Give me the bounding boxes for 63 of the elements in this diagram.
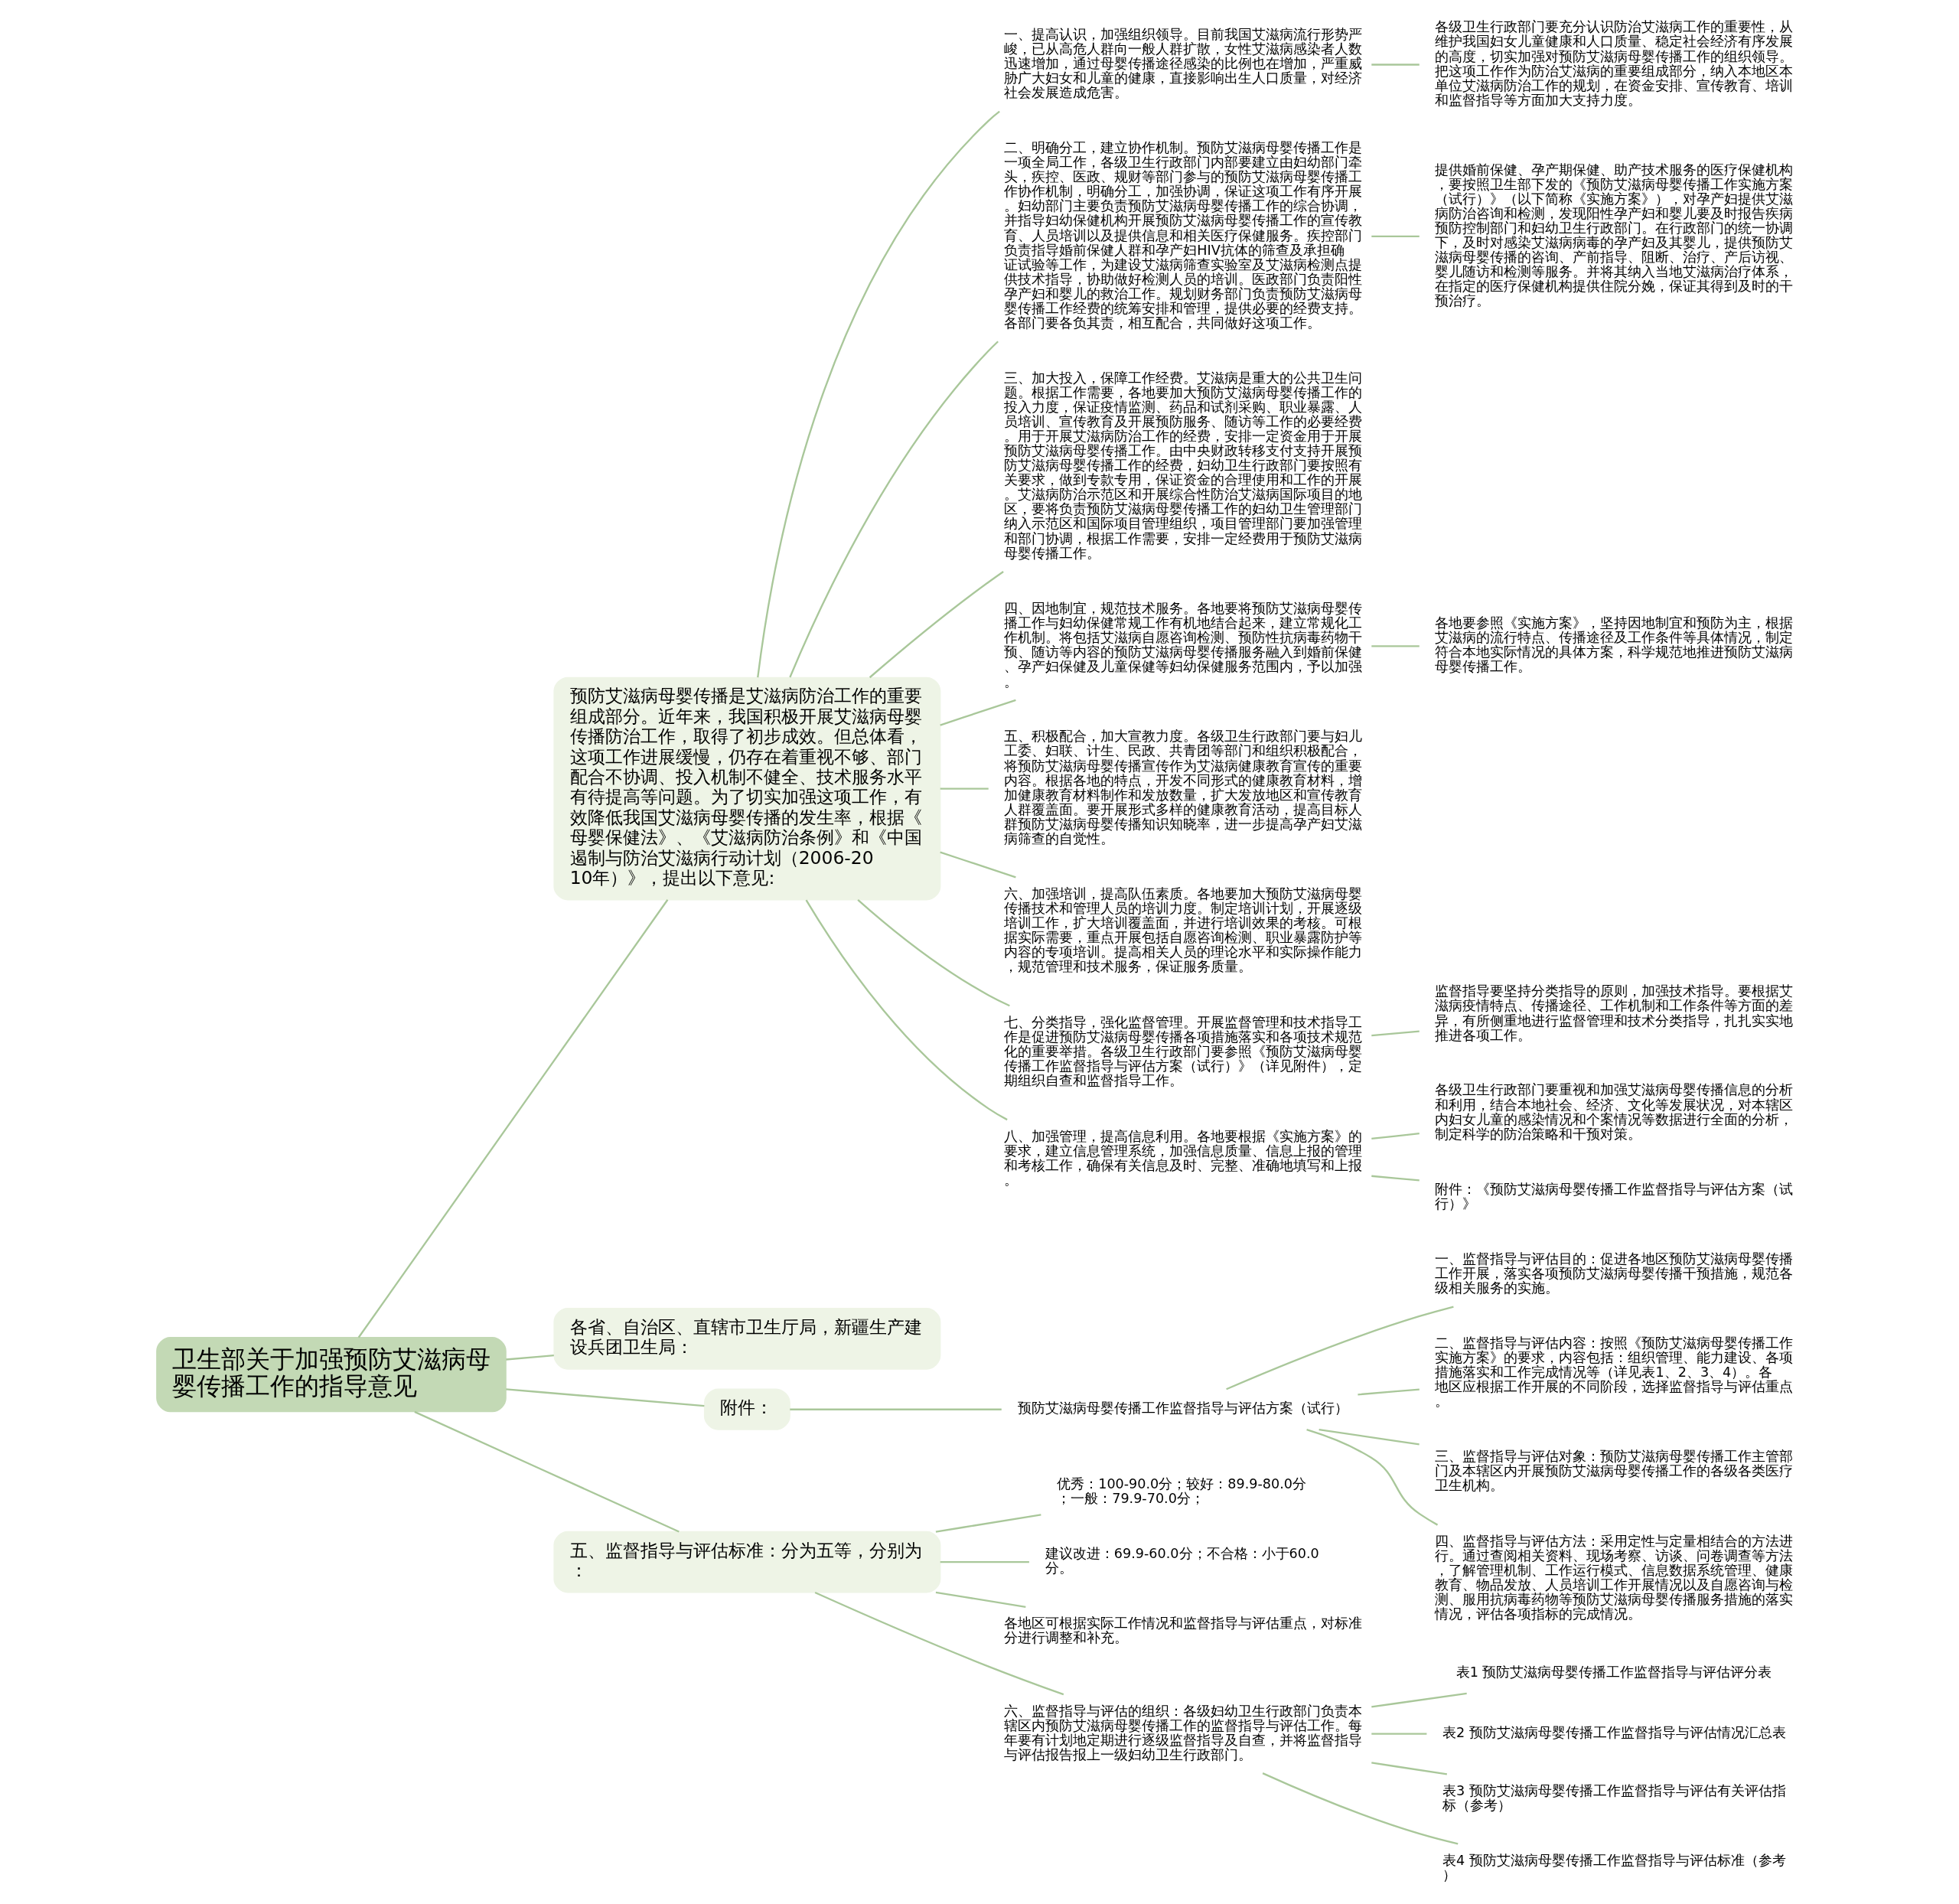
connector [789,341,999,678]
node-text: 各级卫生行政部门要重视和加强艾滋病母婴传播信息的分析和利用，结合本地社会、经济、文化等发展状况，对本辖区内妇女儿童的感染情况和个案情况等数据进行全面的分析，制定科学的防治策略和干预对策。 [1435,1082,1794,1142]
node-text: 三、加大投入，保障工作经费。艾滋病是重大的公共卫生问题。根据工作需要，各地要加大预防艾滋病母婴传播工作的投入力度，保证疫情监测、药品和试剂采购、职业暴露、人员培训、宣传教育及开展预防服务、随访等工作的必要经费。用于开展艾滋病防治工作的经费，安排一定资金用于开展预防艾滋病母婴传播工作。由中央财政转移支付支持开展预防艾滋病母婴传播工作的经费，妇幼卫生行政部门要按照有关要求，做到专款专用，保证资金的合理使用和工作的开展。艾滋病防治示范区和开展综合性防治艾滋病国际项目的地区，要将负责预防艾滋病母婴传播工作的妇幼卫生管理部门纳入示范区和国际项目管理组织，项目管理部门要加强管理和部门协调，根据工作需要，安排一定经费用于预防艾滋病母婴传播工作。 [1004,370,1363,561]
connector [506,1354,554,1361]
node-text: 提供婚前保健、孕产期保健、助产技术服务的医疗保健机构，要按照卫生部下发的《预防艾滋病母婴传播工作实施方案（试行）》（以下简称《实施方案》），对孕产妇提供艾滋病防治咨询和检测，发现阳性孕产妇和婴儿要及时报告疾病预防控制部门和妇幼卫生行政部门。在行政部门的统一协调下，及时对感染艾滋病病毒的孕产妇及其婴儿，提供预防艾滋病母婴传播的咨询、产前指导、阻断、治疗、产后访视、婴儿随访和检测等服务。并将其纳入当地艾滋病治疗体系，在指定的医疗保健机构提供住院分娩，保证其得到及时的干预治疗。 [1435,161,1794,309]
connector [857,899,1010,1007]
connector [357,899,669,1338]
connector [1306,1429,1439,1526]
node-text: 三、监督指导与评估对象：预防艾滋病母婴传播工作主管部门及本辖区内开展预防艾滋病母婴传播工作的各级各类医疗卫生机构。 [1435,1449,1794,1494]
connector [805,899,1008,1121]
node-text: 七、分类指导，强化监督管理。开展监督管理和技术指导工作是促进预防艾滋病母婴传播各项措施落实和各项技术规范化的重要举措。各级卫生行政部门要参照《预防艾滋病母婴传播工作监督指导与评估方案（试行）》（详见附件），定期组织自查和监督指导工作。 [1004,1014,1363,1088]
node-text: 优秀：100-90.0分；较好：89.9-80.0分；一般：79.9-70.0分； [1057,1476,1307,1507]
connector [757,110,1000,678]
node-text: 六、监督指导与评估的组织：各级妇幼卫生行政部门负责本辖区内预防艾滋病母婴传播工作的监督指导与评估工作。每年要有计划地定期进行逐级监督指导及自查，并将监督指导与评估报告报上一级妇幼卫生行政部门。 [1004,1703,1363,1762]
node-text: 表4 预防艾滋病母婴传播工作监督指导与评估标准（参考） [1442,1852,1786,1883]
connector [1371,1175,1420,1182]
connector [1371,1762,1448,1775]
connector [940,699,1016,726]
node-box: 五、监督指导与评估标准：分为五等，分别为： [553,1531,941,1593]
node-text: 一、监督指导与评估目的：促进各地区预防艾滋病母婴传播工作开展，落实各项预防艾滋病母婴传播干预措施，规范各级相关服务的实施。 [1435,1251,1794,1296]
node-box: 附件： [703,1388,790,1430]
node-text: 建议改进：69.9-60.0分；不合格：小于60.0分。 [1045,1546,1319,1576]
connector [1371,1030,1420,1037]
node-text: 八、加强管理，提高信息利用。各地要根据《实施方案》的要求，建立信息管理系统，加强信息质量、信息上报的管理和考核工作，确保有关信息及时、完整、准确地填写和上报。 [1004,1128,1363,1188]
node-text: 各级卫生行政部门要充分认识防治艾滋病工作的重要性，从维护我国妇女儿童健康和人口质量、稳定社会经济有序发展的高度，切实加强对预防艾滋病母婴传播工作的组织领导。把这项工作作为防治艾滋病的重要组成部分，纳入本地区本单位艾滋病防治工作的规划，在资金安排、宣传教育、培训和监督指导等方面加大支持力度。 [1435,19,1794,108]
node-text: 五、积极配合，加大宣教力度。各级卫生行政部门要与妇儿工委、妇联、计生、民政、共青团等部门和组织积极配合，将预防艾滋病母婴传播宣传作为艾滋病健康教育宣传的重要内容。根据各地的特点，开发不同形式的健康教育材料，增加健康教育材料制作和发放数量，扩大发放地区和宣传教育人群覆盖面。要开展形式多样的健康教育活动，提高目标人群预防艾滋病母婴传播知识知晓率，进一步提高孕产妇艾滋病筛查的自觉性。 [1004,729,1363,846]
node-text: 各地要参照《实施方案》，坚持因地制宜和预防为主，根据艾滋病的流行特点、传播途径及工作条件等具体情况，制定符合本地实际情况的具体方案，科学规范地推进预防艾滋病母婴传播工作。 [1435,615,1794,675]
node-box: 预防艾滋病母婴传播是艾滋病防治工作的重要组成部分。近年来，我国积极开展艾滋病母婴传播防治工作，取得了初步成效。但总体看，这项工作进展缓慢，仍存在着重视不够、部门配合不协调、投入机制不健全、技术服务水平有待提高等问题。为了切实加强这项工作，有效降低我国艾滋病母婴传播的发生率，根据《母婴保健法》、《艾滋病防治条例》和《中国遏制与防治艾滋病行动计划（2006-2010年）》，提出以下意见: [553,677,941,901]
connector [1371,1133,1420,1140]
node-box: 各省、自治区、直辖市卫生厅局，新疆生产建设兵团卫生局： [553,1307,941,1370]
connector [1371,235,1420,238]
node-text: 表3 预防艾滋病母婴传播工作监督指导与评估有关评估指标（参考） [1442,1782,1786,1813]
node-text: 四、监督指导与评估方法：采用定性与定量相结合的方法进行。通过查阅相关资料、现场考察、访谈、问卷调查等方法，了解管理机制、工作运行模式、信息数据系统管理、健康教育、物品发放、人员培训工作开展情况以及自愿咨询与检测、服用抗病毒药物等预防艾滋病母婴传播服务措施的落实情况，评估各项指标的完成情况。 [1435,1534,1794,1622]
node-text: 表1 预防艾滋病母婴传播工作监督指导与评估评分表 [1455,1664,1772,1680]
connector [1262,1772,1459,1845]
connector [940,851,1016,879]
node-text: 二、明确分工，建立协作机制。预防艾滋病母婴传播工作是一项全局工作，各级卫生行政部门内部要建立由妇幼部门牵头，疾控、医政、规财等部门参与的预防艾滋病母婴传播工作协作机制，明确分工，加强协调，保证这项工作有序开展。妇幼部门主要负责预防艾滋病母婴传播工作的综合协调，并指导妇幼保健机构开展预防艾滋病母婴传播工作的宣传教育、人员培训以及提供信息和相关医疗保健服务。疾控部门负责指导婚前保健人群和孕产妇HIV抗体的筛查及承担确证试验等工作，为建设艾滋病筛查实验室及艾滋病检测点提供技术指导，协助做好检测人员的培训。医政部门负责阳性孕产妇和婴儿的救治工作。规划财务部门负责预防艾滋病母婴传播工作经费的统筹安排和管理，提供必要的经费支持。各部门要各负其责，相互配合，共同做好这项工作。 [1004,140,1363,331]
connector [940,787,989,790]
node-text: 附件：《预防艾滋病母婴传播工作监督指导与评估方案（试行）》 [1435,1181,1794,1211]
connector [1371,645,1420,647]
connector [1371,64,1420,66]
connector [790,1408,1002,1410]
node-text: 四、因地制宜，规范技术服务。各地要将预防艾滋病母婴传播工作与妇幼保健常规工作有机地结合起来，建立常规化工作机制。将包括艾滋病自愿咨询检测、预防性抗病毒药物干预、随访等内容的预防艾滋病母婴传播服务融入到婚前保健、孕产妇保健及儿童保健等妇幼保健服务范围内，予以加强。 [1004,601,1363,690]
connector [1371,1692,1467,1708]
node-text: 一、提高认识，加强组织领导。目前我国艾滋病流行形势严峻，已从高危人群向一般人群扩散，女性艾滋病感染者人数迅速增加，通过母婴传播途径感染的比例也在增加，严重威胁广大妇女和儿童的健康，直接影响出生人口质量，对经济社会发展造成危害。 [1004,26,1363,101]
connector [1358,1388,1420,1396]
connector [1318,1429,1420,1446]
node-text: 表2 预防艾滋病母婴传播工作监督指导与评估情况汇总表 [1442,1725,1786,1741]
node-text: 各地区可根据实际工作情况和监督指导与评估重点，对标准分进行调整和补充。 [1004,1615,1363,1646]
connector [869,570,1004,679]
connector [506,1388,705,1407]
node-text: 二、监督指导与评估内容：按照《预防艾滋病母婴传播工作实施方案》的要求，内容包括：组织管理、能力建设、各项措施落实和工作完成情况等（详见表1、2、3、4）。各地区应根据工作开展的不同阶段，选择监督指导与评估重点。 [1435,1335,1794,1410]
node-text: 六、加强培训，提高队伍素质。各地要加大预防艾滋病母婴传播技术和管理人员的培训力度。制定培训计划，开展逐级培训工作，扩大培训覆盖面，并进行培训效果的考核。可根据实际需要，重点开展包括自愿咨询检测、职业暴露防护等内容的专项培训。提高相关人员的理论水平和实际操作能力，规范管理和技术服务，保证服务质量。 [1004,885,1363,975]
node-box: 卫生部关于加强预防艾滋病母婴传播工作的指导意见 [156,1337,507,1413]
connector [1226,1306,1454,1391]
node-text: 预防艾滋病母婴传播工作监督指导与评估方案（试行） [1017,1400,1348,1417]
connector [1371,1733,1427,1735]
node-text: 监督指导要坚持分类指导的原则，加强技术指导。要根据艾滋病疫情特点、传播途径、工作机制和工作条件等方面的差异，有所侧重地进行监督管理和技术分类指导，扎扎实实地推进各项工作。 [1435,983,1794,1043]
connector [935,1514,1041,1533]
connector [935,1591,1026,1608]
connector [414,1410,680,1533]
connector [814,1591,1064,1696]
connector [940,1561,1029,1563]
